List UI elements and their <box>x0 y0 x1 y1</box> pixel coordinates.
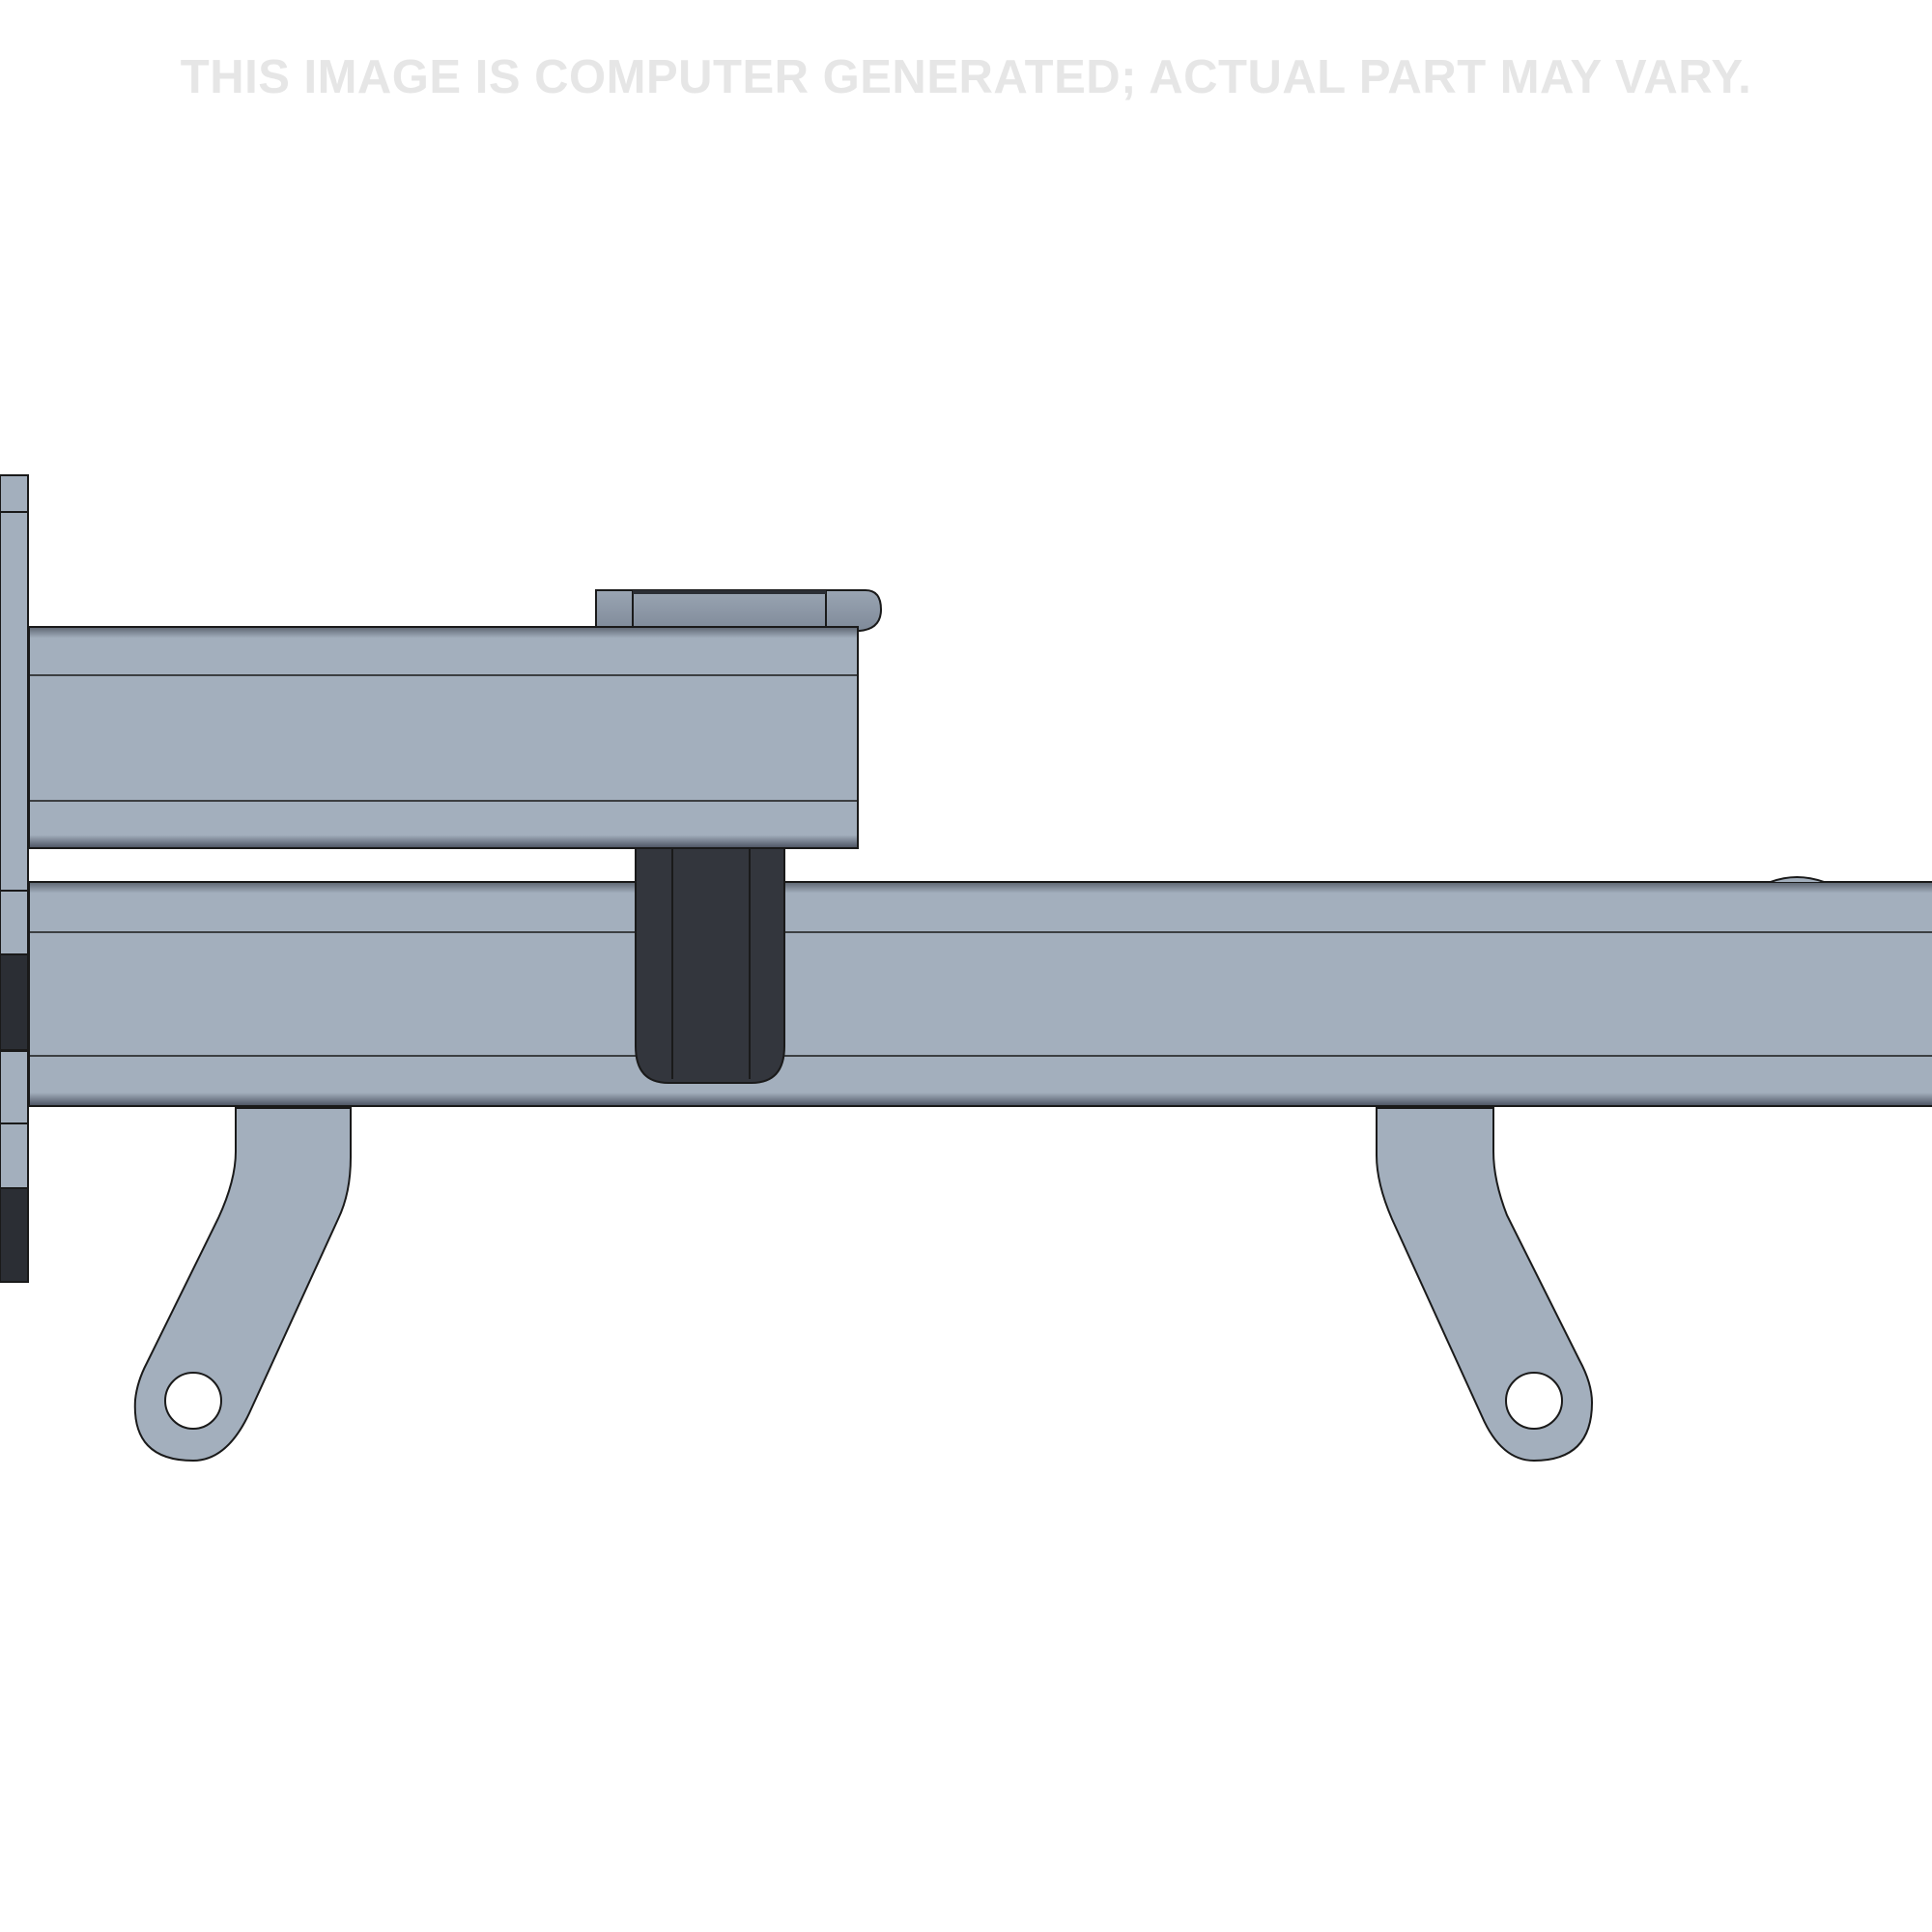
left-mount-plate <box>0 474 29 1283</box>
left-hanger-bracket <box>133 1107 352 1463</box>
disclaimer-text: THIS IMAGE IS COMPUTER GENERATED; ACTUAL… <box>180 51 1752 103</box>
connector-block <box>635 847 785 1084</box>
left-bracket-hole <box>164 1372 222 1430</box>
right-hanger-bracket <box>1376 1107 1594 1463</box>
lower-main-tube <box>28 876 1932 1107</box>
upper-square-tube <box>28 626 859 849</box>
right-bracket-hole <box>1505 1372 1563 1430</box>
top-mounting-plate <box>595 589 883 632</box>
